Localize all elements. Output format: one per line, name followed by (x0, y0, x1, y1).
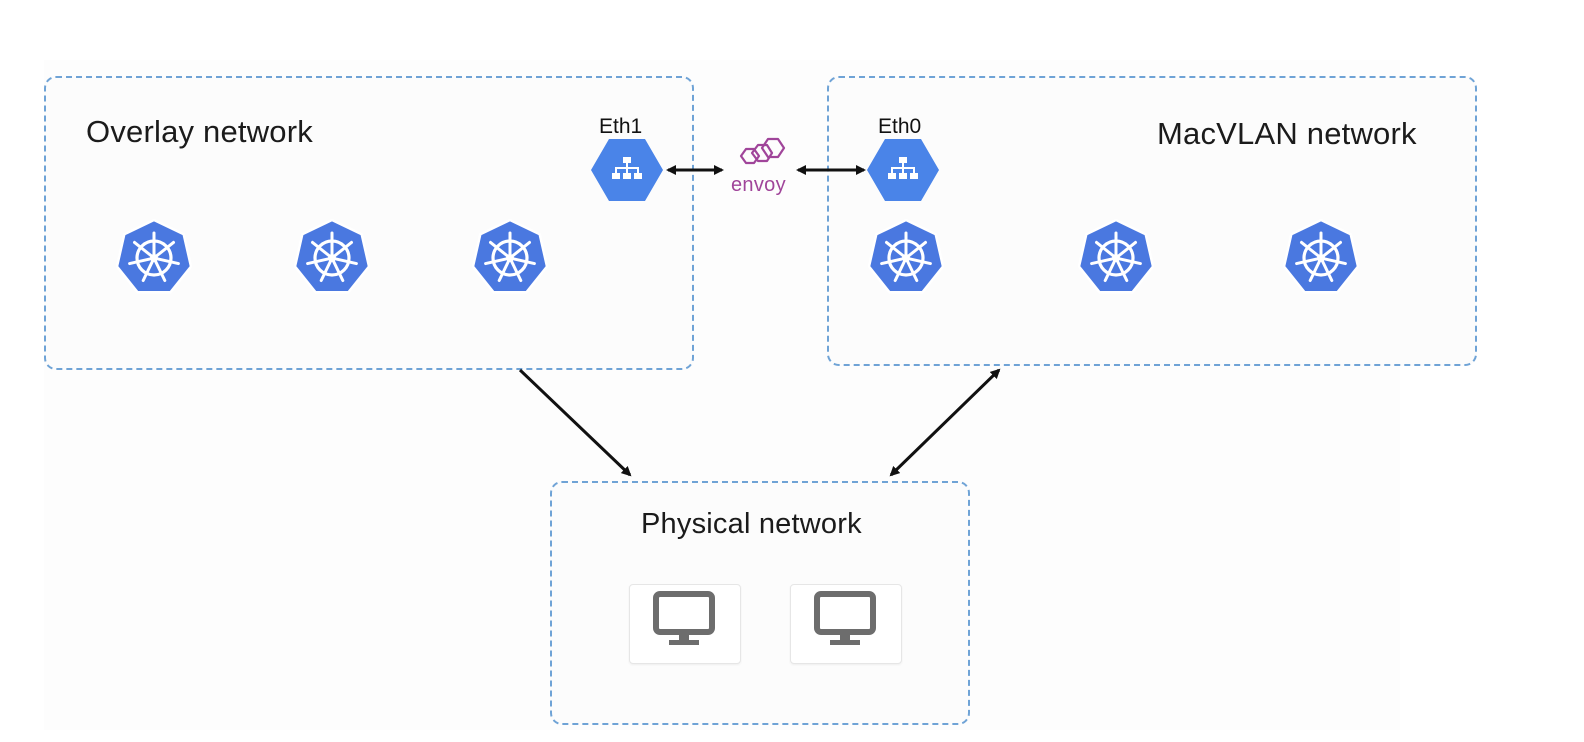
network-switch-icon (867, 139, 939, 201)
overlay-to-physical-arrow (518, 368, 632, 477)
monitor-icon (817, 594, 873, 645)
eth0-label: Eth0 (878, 115, 922, 138)
kubernetes-icon (471, 218, 549, 294)
kubernetes-icon (867, 218, 945, 294)
macvlan-network-title: MacVLAN network (1157, 116, 1417, 151)
overlay-network-title: Overlay network (86, 114, 313, 149)
kubernetes-icon (1282, 218, 1360, 294)
macvlan-network-zone (827, 76, 1477, 366)
monitor-tile (629, 584, 741, 664)
macvlan-physical-arrow (889, 368, 1001, 477)
kubernetes-icon (115, 218, 193, 294)
envoy-label: envoy (731, 174, 786, 196)
monitor-icon (656, 594, 712, 645)
eth1-label: Eth1 (599, 115, 643, 138)
envoy-logo (739, 137, 786, 165)
network-switch-icon (591, 139, 663, 201)
kubernetes-icon (293, 218, 371, 294)
monitor-tile (790, 584, 902, 664)
kubernetes-icon (1077, 218, 1155, 294)
physical-network-title: Physical network (641, 508, 862, 540)
